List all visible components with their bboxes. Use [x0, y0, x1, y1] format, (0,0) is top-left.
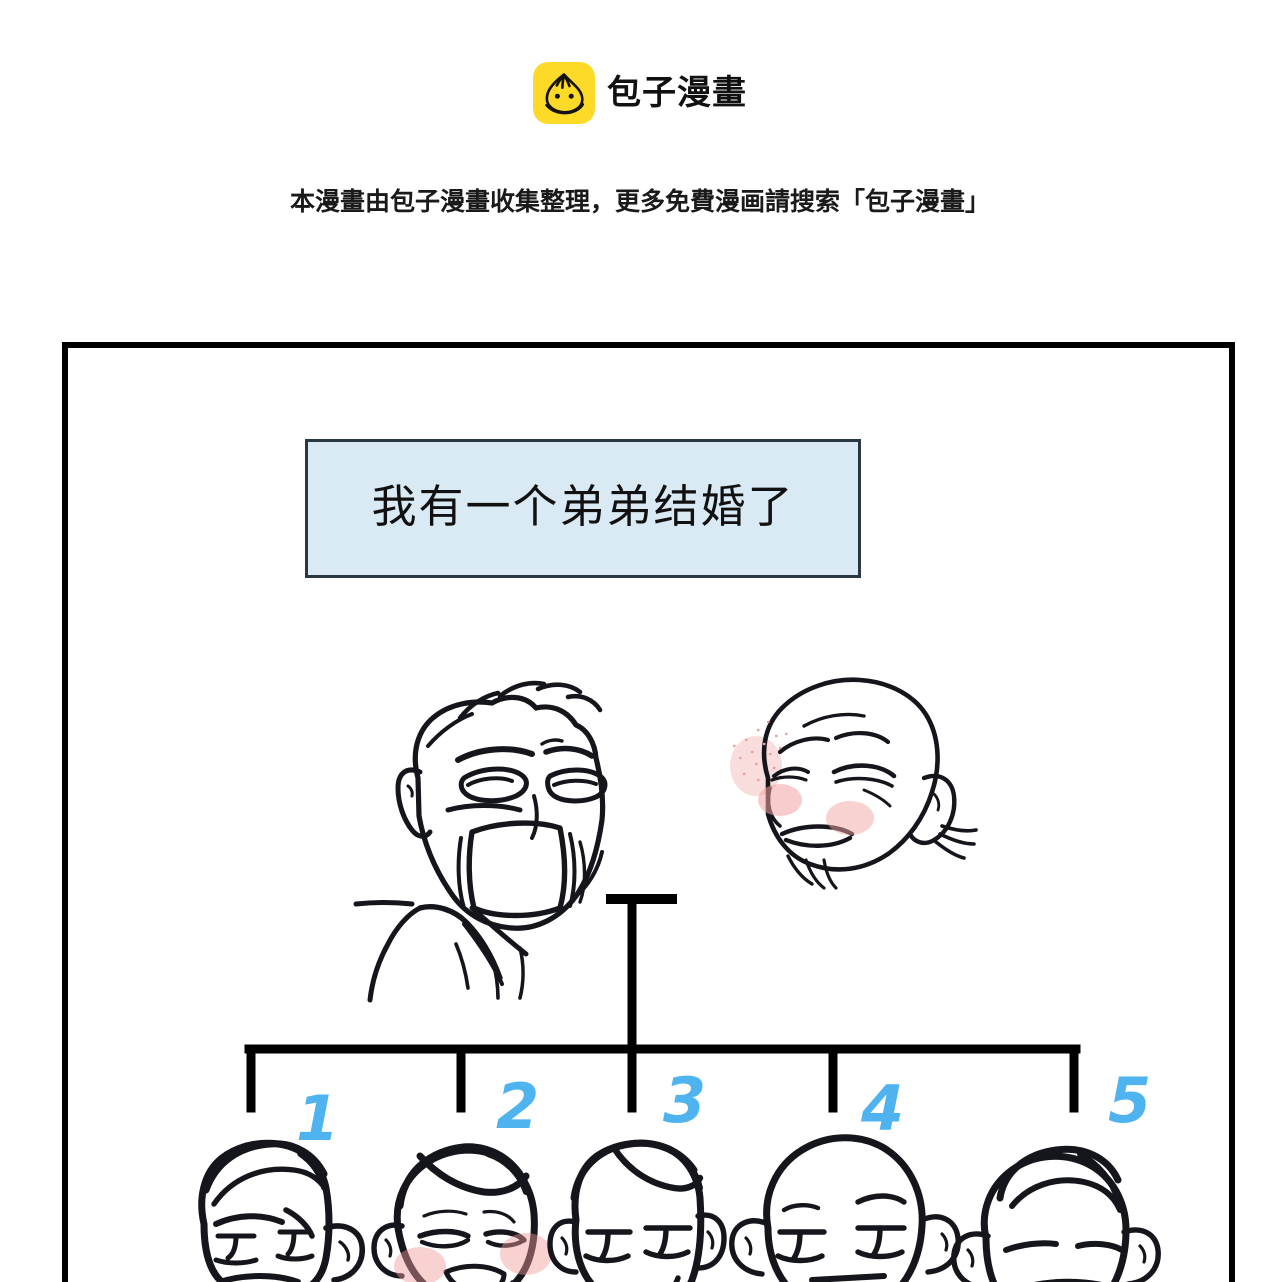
sibling-face-2: [371, 1143, 552, 1282]
sibling-number-5: 5: [1108, 1064, 1152, 1137]
sibling-number-1: 1: [296, 1082, 340, 1155]
family-tree-diagram: [198, 677, 1161, 1282]
caption-box: 我有一个弟弟结婚了: [305, 439, 861, 578]
sibling-number-3: 3: [663, 1064, 707, 1137]
brand-row[interactable]: 包子漫畫: [533, 62, 747, 124]
sibling-face-4: [729, 1134, 961, 1282]
sibling-face-3: [547, 1139, 727, 1282]
mother-face: [730, 677, 978, 890]
sibling-number-4: 4: [861, 1072, 905, 1145]
caption-text: 我有一个弟弟结婚了: [371, 481, 795, 532]
site-tagline: 本漫畫由包子漫畫收集整理，更多免費漫画請搜索「包子漫畫」: [289, 188, 990, 216]
brand-name: 包子漫畫: [607, 74, 747, 112]
sibling-number-2: 2: [496, 1070, 540, 1143]
comic-panel: 我有一个弟弟结婚了: [62, 342, 1235, 1282]
baozi-bun-icon: [533, 62, 595, 124]
site-header: 包子漫畫 本漫畫由包子漫畫收集整理，更多免費漫画請搜索「包子漫畫」: [0, 0, 1280, 218]
father-face: [353, 680, 608, 1003]
sibling-face-5: [951, 1145, 1161, 1282]
family-tree-lines: [244, 894, 1081, 1113]
sibling-face-1: [198, 1139, 365, 1282]
